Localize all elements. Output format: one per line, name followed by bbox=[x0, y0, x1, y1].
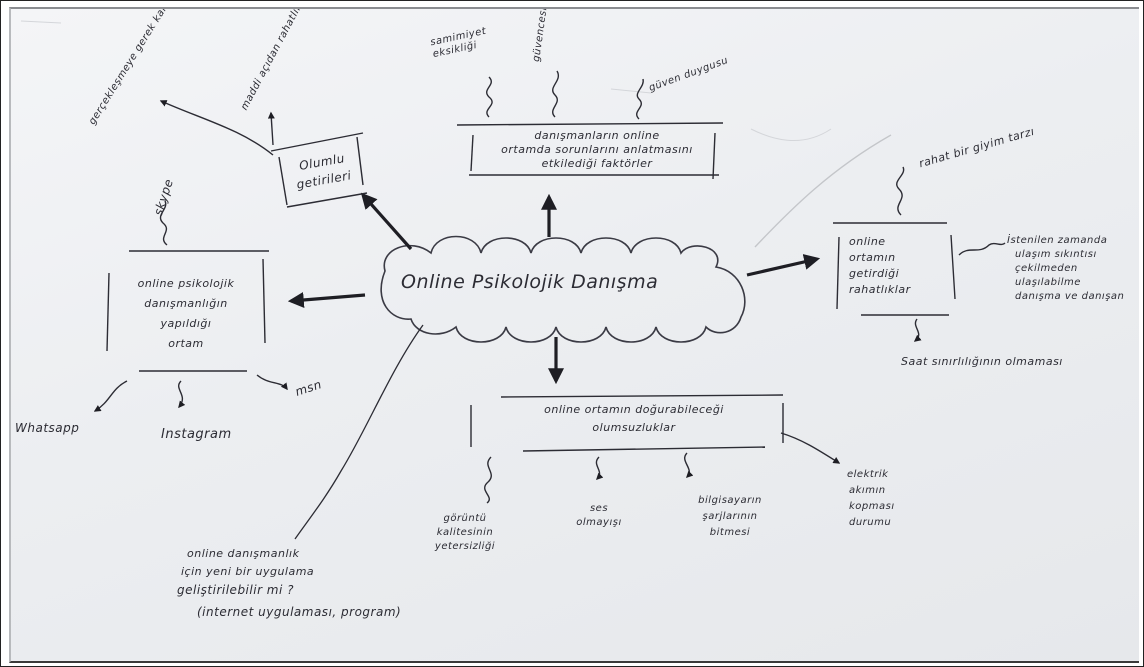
history-box bbox=[270, 132, 368, 208]
disadv-sub-2-line-1: ses bbox=[589, 503, 609, 514]
disadv-sub-3-line-3: bitmesi bbox=[709, 527, 751, 538]
disadv-sub-4-line-3: kopması bbox=[849, 501, 895, 512]
disadv-sub-3-line-2: şarjlarının bbox=[702, 511, 758, 522]
disadv-sub-3-line-1: bilgisayarın bbox=[698, 495, 762, 506]
environment-box-line-1: online psikolojik bbox=[137, 277, 235, 290]
environment-box bbox=[106, 250, 269, 372]
environment-box-line-3: yapıldığı bbox=[160, 317, 212, 330]
environment-sub-instagram: Instagram bbox=[161, 427, 232, 442]
disadv-sub-4-line-4: durumu bbox=[849, 517, 892, 528]
factors-box bbox=[456, 122, 724, 180]
faint-marks bbox=[20, 20, 832, 142]
comforts-box-line-1: online bbox=[849, 235, 886, 248]
central-topic: Online Psikolojik Danışma bbox=[401, 271, 659, 293]
comforts-box-line-2: ortamın bbox=[849, 251, 896, 264]
factors-box-line-3: etkilediği faktörler bbox=[541, 157, 653, 170]
question-line-3: geliştirilebilir mi ? bbox=[177, 583, 295, 597]
disadvantages-box-line-1: online ortamın doğurabileceği bbox=[544, 403, 724, 416]
environment-box-line-2: danışmanlığın bbox=[144, 297, 228, 310]
comforts-right-2: ulaşım sıkıntısı bbox=[1015, 249, 1097, 260]
disadvantages-box bbox=[470, 394, 784, 452]
factors-box-line-1: danışmanların online bbox=[534, 129, 660, 142]
comforts-right-3: çekilmeden bbox=[1015, 263, 1078, 274]
factors-box-line-2: ortamda sorunlarını anlatmasını bbox=[501, 143, 693, 156]
mindmap-lines bbox=[20, 20, 1006, 540]
question-connector bbox=[294, 324, 424, 540]
question-line-2: için yeni bir uygulama bbox=[181, 565, 315, 578]
history-branches bbox=[159, 100, 275, 156]
disadvantages-box-line-2: olumsuzluklar bbox=[592, 421, 676, 434]
central-cloud-shape bbox=[380, 235, 746, 343]
environment-branches bbox=[93, 200, 288, 412]
disadv-sub-4-line-2: akımın bbox=[849, 485, 886, 496]
comforts-box bbox=[833, 222, 956, 316]
disadv-sub-1-line-3: yetersizliği bbox=[434, 541, 496, 552]
question-line-1: online danışmanlık bbox=[187, 547, 300, 560]
disadv-sub-2-line-2: olmayışı bbox=[576, 517, 622, 528]
paper-sheet: Online Psikolojik Danışma danışmanların … bbox=[9, 7, 1139, 663]
environment-box-line-4: ortam bbox=[168, 337, 204, 350]
comforts-right-5: danışma ve danışan bbox=[1015, 291, 1125, 302]
disadv-sub-1-line-1: görüntü bbox=[443, 513, 487, 524]
comforts-branches bbox=[754, 134, 1006, 342]
main-arrows bbox=[287, 192, 821, 385]
question-line-4: (internet uygulaması, program) bbox=[197, 605, 402, 619]
disadv-sub-1-line-2: kalitesinin bbox=[436, 527, 494, 538]
disadvantages-branches bbox=[484, 432, 841, 504]
comforts-box-line-4: rahatlıklar bbox=[849, 283, 911, 296]
comforts-bottom: Saat sınırlılığının olmaması bbox=[901, 355, 1063, 368]
factors-squiggles bbox=[486, 70, 644, 120]
comforts-right-4: ulaşılabilme bbox=[1015, 277, 1081, 288]
comforts-box-line-3: getirdiği bbox=[849, 267, 900, 280]
environment-sub-whatsapp: Whatsapp bbox=[15, 421, 80, 435]
comforts-right-1: İstenilen zamanda bbox=[1007, 235, 1108, 246]
disadv-sub-4-line-1: elektrik bbox=[847, 469, 889, 480]
